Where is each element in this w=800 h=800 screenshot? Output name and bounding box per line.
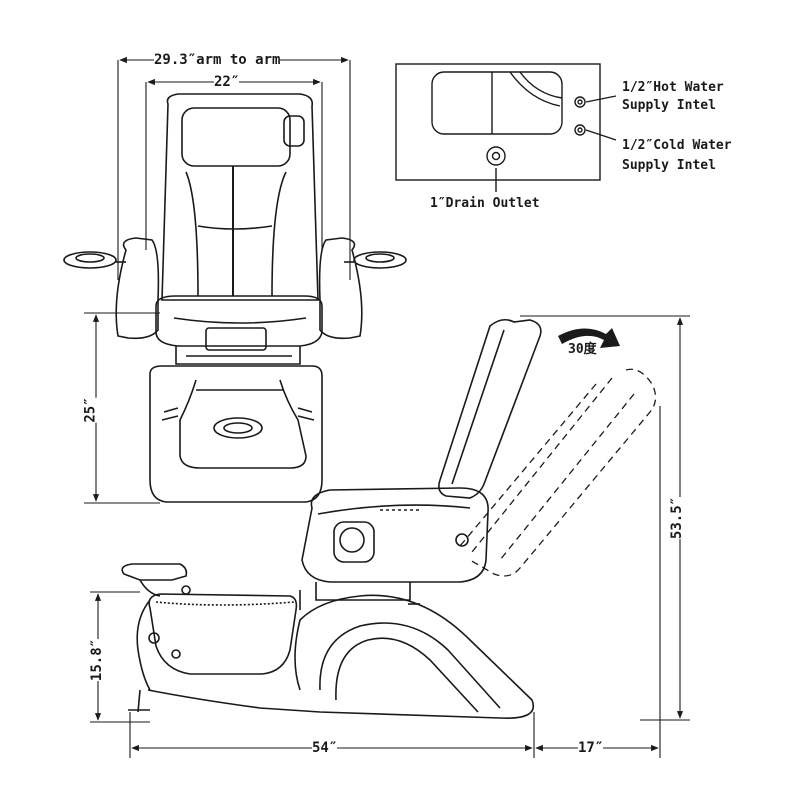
plumbing-panel xyxy=(395,63,617,192)
right-cup-holder xyxy=(353,251,407,269)
recline-angle-label: 30度 xyxy=(568,342,597,357)
basin-top-view xyxy=(431,71,563,135)
recline-arrow-icon xyxy=(558,328,620,348)
front-headrest xyxy=(181,107,291,167)
hot-water-label: 1/2″Hot Water xyxy=(622,80,724,95)
armrest-control-knob xyxy=(339,527,365,553)
basin-height-dimension: 15.8″ xyxy=(89,638,106,682)
side-dimensions xyxy=(90,315,690,758)
length-dimension: 54″ xyxy=(312,740,338,756)
front-dimensions xyxy=(84,56,351,504)
base-height-dimension: 25″ xyxy=(82,397,99,423)
side-foot-basin xyxy=(148,593,298,675)
drain-outlet-icon xyxy=(486,146,506,166)
footrest xyxy=(121,563,188,581)
side-armrest xyxy=(301,487,489,583)
cold-water-label: 1/2″Cold Water xyxy=(622,138,732,153)
seat-width-dimension: 22″ xyxy=(214,74,240,90)
recline-extension-dimension: 17″ xyxy=(578,740,604,756)
front-foot-bowl xyxy=(213,417,263,439)
side-view xyxy=(121,318,657,719)
cold-water-label-2: Supply Intel xyxy=(622,158,716,173)
hot-water-label-2: Supply Intel xyxy=(622,98,716,113)
side-backrest xyxy=(438,318,542,499)
spa-base xyxy=(147,594,535,719)
overall-height-dimension: 53.5″ xyxy=(669,496,686,540)
drain-outlet-label: 1″Drain Outlet xyxy=(430,196,540,211)
arm-to-arm-dimension: 29.3″arm to arm xyxy=(154,52,281,68)
reclined-backrest xyxy=(459,368,657,577)
front-seat xyxy=(155,295,323,347)
hot-water-inlet-icon xyxy=(574,96,586,108)
left-cup-holder xyxy=(63,251,117,269)
front-left-armrest xyxy=(115,237,160,340)
cold-water-inlet-icon xyxy=(574,124,586,136)
front-right-armrest xyxy=(318,237,363,340)
front-backrest xyxy=(161,93,319,301)
front-base xyxy=(149,365,323,503)
front-view xyxy=(63,93,407,503)
